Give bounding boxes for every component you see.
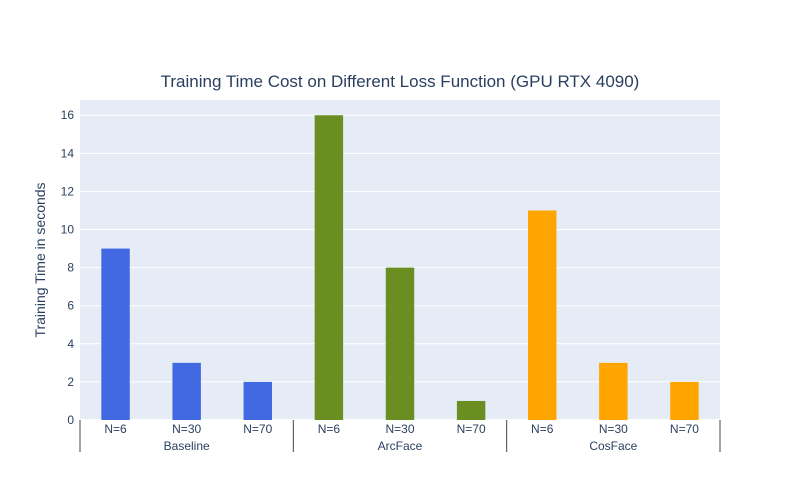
- x-tick-label: N=70: [243, 422, 272, 436]
- bar-baseline-n6: [101, 248, 130, 420]
- y-tick-label: 2: [67, 375, 74, 389]
- x-tick-label: N=70: [457, 422, 486, 436]
- bar-arcface-n70: [456, 400, 486, 420]
- x-tick-label: N=30: [385, 422, 414, 436]
- y-tick-label: 4: [67, 337, 74, 351]
- bar-baseline-n30: [172, 362, 201, 420]
- bar-arcface-n30: [385, 267, 415, 420]
- x-tick-label: N=6: [318, 422, 341, 436]
- bar-baseline-n70: [243, 381, 272, 420]
- x-tick-label: N=30: [172, 422, 201, 436]
- y-tick-label: 6: [67, 299, 74, 313]
- y-axis-title: Training Time in seconds: [32, 182, 48, 337]
- bar-cosface-n70: [670, 381, 699, 420]
- group-label: CosFace: [589, 439, 637, 453]
- y-tick-label: 8: [67, 261, 74, 275]
- x-tick-label: N=30: [599, 422, 628, 436]
- bars: [101, 115, 699, 420]
- bar-arcface-n6: [314, 115, 344, 420]
- group-label: Baseline: [164, 439, 210, 453]
- x-tick-label: N=6: [104, 422, 127, 436]
- y-tick-label: 14: [61, 146, 75, 160]
- x-axis-groups: Baseline ArcFace CosFace: [79, 420, 721, 453]
- chart-title: Training Time Cost on Different Loss Fun…: [161, 72, 640, 91]
- bar-cosface-n6: [528, 210, 557, 420]
- bar-cosface-n30: [599, 362, 628, 420]
- y-tick-label: 10: [61, 223, 75, 237]
- group-label: ArcFace: [378, 439, 423, 453]
- x-axis-ticks: N=6 N=30 N=70 N=6 N=30 N=70 N=6 N=30 N=70: [104, 422, 699, 436]
- x-tick-label: N=70: [670, 422, 699, 436]
- y-axis-ticks: 0 2 4 6 8 10 12 14 16: [61, 108, 75, 427]
- y-tick-label: 0: [67, 413, 74, 427]
- x-tick-label: N=6: [531, 422, 554, 436]
- y-tick-label: 12: [61, 184, 75, 198]
- y-tick-label: 16: [61, 108, 75, 122]
